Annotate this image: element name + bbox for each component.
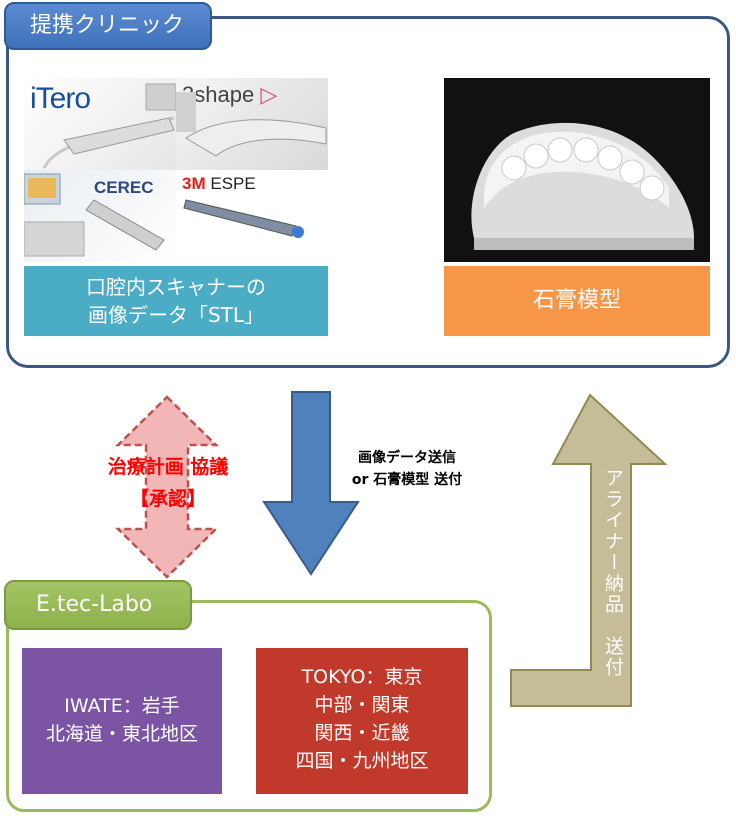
lab-tab-label: E.tec-Labo — [4, 580, 192, 630]
aligner-delivery-arrow — [510, 393, 668, 707]
send-caption: 画像データ送信 or 石膏模型 送付 — [351, 450, 463, 488]
aligner-delivery-caption: アライナー納品 送付 — [602, 468, 624, 678]
send-down-arrow — [262, 391, 360, 576]
3shape-cell: 3shape ▷ — [176, 78, 328, 170]
clinic-tab-label: 提携クリニック — [4, 2, 212, 50]
tokyo-location-box: TOKYO：東京 中部・関東 関西・近畿 四国・九州地区 — [256, 648, 468, 794]
cerec-logo: CEREC — [94, 178, 154, 197]
stl-data-label: 口腔内スキャナーの 画像データ「STL」 — [24, 266, 328, 336]
consultation-caption: 治療計画 協議 【承認】 — [107, 456, 229, 510]
iwate-location-box: IWATE：岩手 北海道・東北地区 — [22, 648, 222, 794]
3m-scanner-icon — [183, 199, 304, 238]
plaster-model-image — [471, 122, 694, 250]
itero-scanner-icon — [42, 83, 176, 169]
intraoral-scanner-photo: iTero 3shape ▷ CEREC 3M ESPE — [24, 78, 328, 262]
3shape-scanner-icon — [176, 92, 327, 157]
plaster-model-label: 石膏模型 — [444, 266, 710, 336]
plaster-model-photo — [444, 78, 710, 262]
cerec-cell: CEREC — [24, 170, 176, 262]
3m-espe-logo: 3M ESPE — [182, 174, 256, 193]
itero-cell: iTero — [24, 78, 176, 170]
3m-espe-cell: 3M ESPE — [176, 170, 328, 262]
cerec-scanner-icon — [24, 173, 165, 257]
consultation-double-arrow — [114, 395, 220, 579]
itero-logo: iTero — [30, 82, 91, 115]
